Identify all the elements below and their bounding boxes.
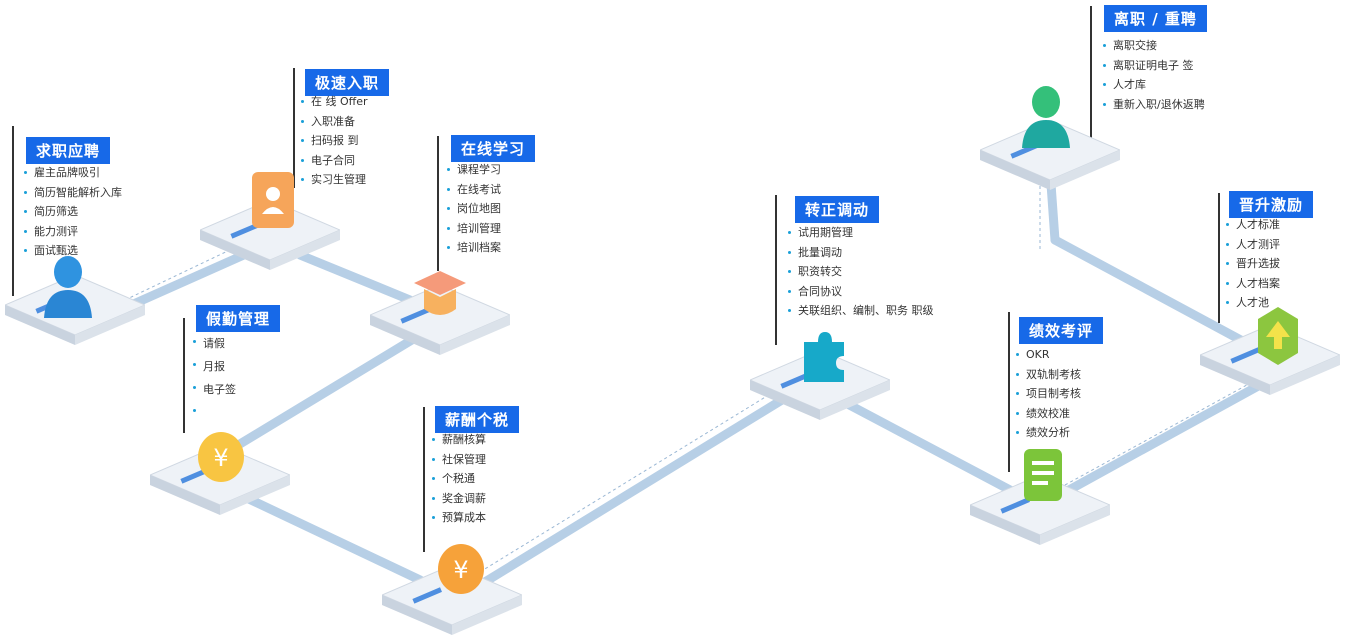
- yen-coin-icon: ¥: [438, 544, 484, 594]
- section-divider-line: [1008, 312, 1010, 472]
- connector-line: [225, 485, 425, 585]
- document-icon: [1024, 449, 1062, 501]
- list-item: 离职交接: [1103, 36, 1205, 56]
- section-title: 绩效考评: [1019, 317, 1104, 344]
- section-item-list: 请假 月报 电子签: [193, 332, 236, 412]
- list-item: 请假: [193, 332, 236, 355]
- list-item: 人才池: [1226, 293, 1280, 313]
- yen-coin-icon: ¥: [198, 432, 244, 482]
- section-item-list: 课程学习 在线考试 岗位地图 培训管理 培训档案: [447, 160, 501, 258]
- connector-line: [1055, 380, 1265, 500]
- person-icon: [44, 256, 92, 318]
- list-item: 面试甄选: [24, 241, 122, 261]
- connector-line: [115, 245, 260, 315]
- list-item: 预算成本: [432, 508, 486, 528]
- section-title: 极速入职: [305, 69, 390, 96]
- svg-text:¥: ¥: [213, 444, 228, 472]
- list-item: 人才档案: [1226, 274, 1280, 294]
- section-title: 晋升激励: [1229, 191, 1314, 218]
- connector-line: [225, 330, 425, 455]
- connector-line: [835, 395, 1015, 495]
- section-item-list: 雇主品牌吸引 简历智能解析入库 简历筛选 能力测评 面试甄选: [24, 163, 122, 261]
- list-item: 晋升选拔: [1226, 254, 1280, 274]
- list-item: 薪酬核算: [432, 430, 486, 450]
- list-item: 雇主品牌吸引: [24, 163, 122, 183]
- section-title: 薪酬个税: [435, 406, 520, 433]
- list-item: 重新入职/退休返聘: [1103, 95, 1205, 115]
- list-item: 项目制考核: [1016, 384, 1081, 404]
- graduation-cap-icon: [414, 271, 466, 315]
- section-title: 转正调动: [795, 196, 880, 223]
- svg-text:¥: ¥: [453, 556, 468, 584]
- list-item: 岗位地图: [447, 199, 501, 219]
- list-item: 电子合同: [301, 151, 368, 171]
- list-item: 个税通: [432, 469, 486, 489]
- list-item: 入职准备: [301, 112, 368, 132]
- list-item: 职资转交: [788, 262, 934, 282]
- platform: [970, 475, 1110, 545]
- section-item-list: 在 线 Offer 入职准备 扫码报 到 电子合同 实习生管理: [301, 92, 368, 190]
- list-item: 离职证明电子 签: [1103, 56, 1205, 76]
- list-item: 关联组织、编制、职务 职级: [788, 301, 934, 321]
- connector-line: [475, 390, 795, 590]
- id-card-icon: [252, 172, 294, 228]
- puzzle-icon: [804, 332, 844, 382]
- list-item: 实习生管理: [301, 170, 368, 190]
- list-item: 在 线 Offer: [301, 92, 368, 112]
- section-divider-line: [183, 318, 185, 433]
- section-title: 在线学习: [451, 135, 536, 162]
- list-item: 双轨制考核: [1016, 365, 1081, 385]
- connector-dash: [1064, 374, 1266, 486]
- section-divider-line: [293, 68, 295, 188]
- list-item: 电子签: [193, 378, 236, 401]
- list-item: 人才库: [1103, 75, 1205, 95]
- section-title: 离职 / 重聘: [1104, 5, 1207, 32]
- list-item: 简历筛选: [24, 202, 122, 222]
- section-title: 求职应聘: [26, 137, 111, 164]
- connector-line: [295, 250, 415, 305]
- list-item: 简历智能解析入库: [24, 183, 122, 203]
- section-divider-line: [437, 136, 439, 271]
- list-item: 批量调动: [788, 243, 934, 263]
- list-item: 培训管理: [447, 219, 501, 239]
- section-item-list: 试用期管理 批量调动 职资转交 合同协议 关联组织、编制、职务 职级: [788, 223, 934, 321]
- section-item-list: 人才标准 人才测评 晋升选拔 人才档案 人才池: [1226, 215, 1280, 313]
- section-item-list: OKR 双轨制考核 项目制考核 绩效校准 绩效分析: [1016, 345, 1081, 443]
- platform: [200, 200, 340, 270]
- connector-dash: [474, 384, 786, 576]
- section-item-list: 薪酬核算 社保管理 个税通 奖金调薪 预算成本: [432, 430, 486, 528]
- list-item: 社保管理: [432, 450, 486, 470]
- list-item: 人才测评: [1226, 235, 1280, 255]
- list-item: OKR: [1016, 345, 1081, 365]
- list-item: 能力测评: [24, 222, 122, 242]
- section-divider-line: [775, 195, 777, 345]
- section-divider-line: [12, 126, 14, 296]
- up-arrow-icon: [1258, 307, 1298, 365]
- list-item: 培训档案: [447, 238, 501, 258]
- connector-line: [1050, 235, 1255, 350]
- list-item: 试用期管理: [788, 223, 934, 243]
- list-item: 合同协议: [788, 282, 934, 302]
- section-item-list: 离职交接 离职证明电子 签 人才库 重新入职/退休返聘: [1103, 36, 1205, 114]
- list-item: 人才标准: [1226, 215, 1280, 235]
- list-item: 绩效分析: [1016, 423, 1081, 443]
- list-item: 奖金调薪: [432, 489, 486, 509]
- list-item: 绩效校准: [1016, 404, 1081, 424]
- list-item: 月报: [193, 355, 236, 378]
- person-icon: [1022, 86, 1070, 148]
- section-title: 假勤管理: [196, 305, 281, 332]
- list-item: 课程学习: [447, 160, 501, 180]
- list-item: 扫码报 到: [301, 131, 368, 151]
- section-divider-line: [1218, 193, 1220, 323]
- section-divider-line: [1090, 6, 1092, 141]
- platform: [382, 565, 522, 635]
- list-item: 在线考试: [447, 180, 501, 200]
- section-divider-line: [423, 407, 425, 552]
